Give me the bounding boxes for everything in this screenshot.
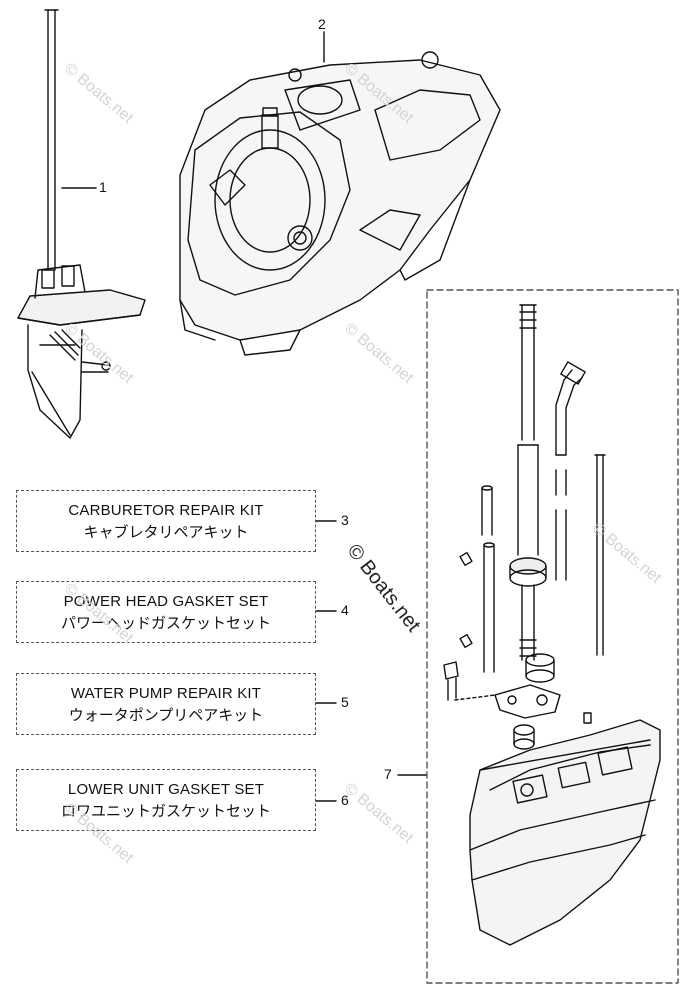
part-7-kit-border — [426, 289, 679, 984]
callout-3: 3 — [341, 512, 349, 528]
kit-box-carburetor-repair: CARBURETOR REPAIR KIT キャブレタリペアキット — [16, 490, 316, 552]
kit-label-ja: ウォータポンプリペアキット — [68, 707, 264, 724]
kit-box-water-pump-repair: WATER PUMP REPAIR KIT ウォータポンプリペアキット — [16, 673, 316, 735]
kit-box-lower-unit-gasket: LOWER UNIT GASKET SET ロワユニットガスケットセット — [16, 769, 316, 831]
kit-label-en: WATER PUMP REPAIR KIT — [70, 685, 262, 702]
kit-label-ja: パワーヘッドガスケットセット — [60, 615, 271, 632]
callout-6: 6 — [341, 792, 349, 808]
callout-1: 1 — [99, 179, 107, 195]
callout-7: 7 — [384, 766, 392, 782]
callout-5: 5 — [341, 694, 349, 710]
kit-label-en: CARBURETOR REPAIR KIT — [68, 502, 264, 519]
kit-label-ja: ロワユニットガスケットセット — [60, 803, 271, 820]
part-7-components — [443, 304, 661, 946]
callout-4: 4 — [341, 602, 349, 618]
part-2-power-head — [179, 51, 501, 356]
kit-label-ja: キャブレタリペアキット — [83, 524, 249, 541]
kit-box-power-head-gasket: POWER HEAD GASKET SET パワーヘッドガスケットセット — [16, 581, 316, 643]
callout-2: 2 — [318, 16, 326, 32]
kit-label-en: POWER HEAD GASKET SET — [63, 593, 269, 610]
part-1-lower-unit — [17, 9, 146, 439]
kit-label-en: LOWER UNIT GASKET SET — [67, 781, 265, 798]
